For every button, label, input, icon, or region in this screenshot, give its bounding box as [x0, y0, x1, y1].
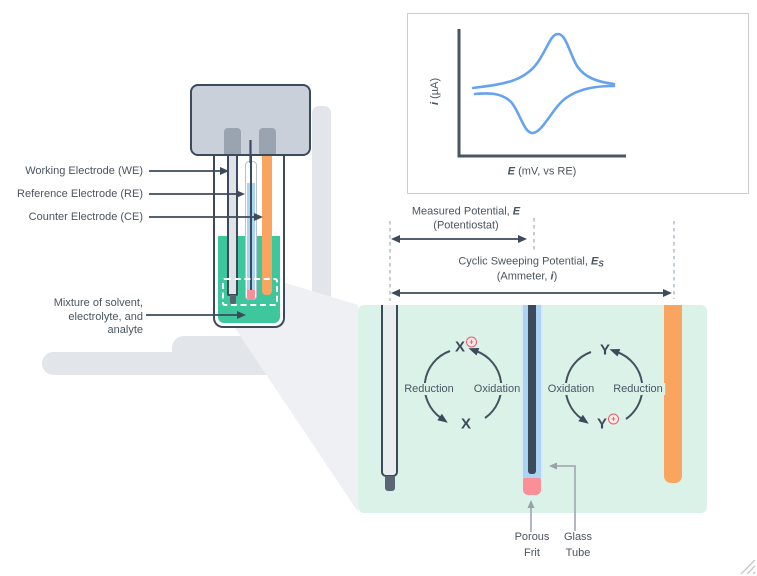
- porous-frit-label-line1: Porous: [514, 531, 550, 543]
- left-cycle-oxidized-species: X+: [454, 336, 478, 356]
- left-cycle-reduced-species: X: [460, 415, 472, 433]
- working-electrode-tip: [230, 295, 236, 304]
- plot-ylabel-var: i: [429, 101, 441, 105]
- plot-x-axis-label: E (mV, vs RE): [508, 166, 577, 179]
- sweeping-potential-text: Cyclic Sweeping Potential,: [458, 255, 591, 268]
- measured-potential-text: Measured Potential,: [411, 205, 513, 218]
- zoom-region-dashed-box: [222, 278, 278, 306]
- working-electrode-label: Working Electrode (WE): [25, 165, 143, 177]
- cell-cap: [190, 84, 311, 156]
- plot-axes: [457, 29, 626, 158]
- right-cycle-reduced-species: Y: [599, 341, 611, 359]
- sweeping-potential-label: Cyclic Sweeping Potential, ES: [458, 256, 603, 271]
- species-x-plus: X: [454, 338, 466, 356]
- right-cycle-reduction-label: Reduction: [611, 383, 665, 395]
- panel-reference-rod: [528, 305, 536, 474]
- glass-tube-label-line1: Glass: [563, 531, 593, 543]
- measured-potential-var: E: [512, 205, 521, 218]
- plot-xlabel-rest: (mV, vs RE): [515, 165, 577, 178]
- plot-ylabel-rest: (µA): [429, 77, 441, 102]
- cap-port-right: [259, 128, 276, 154]
- mixture-label-line2: electrolyte, and: [68, 310, 143, 323]
- mixture-label-line1: Mixture of solvent,: [53, 297, 143, 309]
- glass-tube-label: Glass Tube: [564, 530, 592, 561]
- redox-cycle-left-arcs: [423, 347, 503, 423]
- redox-cycle-right-arcs: [564, 348, 644, 424]
- right-cycle-oxidized-species: Y+: [596, 413, 620, 433]
- plot-xlabel-var: E: [507, 165, 516, 178]
- ammeter-text: (Ammeter,: [496, 270, 551, 283]
- plus-charge-icon: +: [608, 413, 620, 425]
- cv-plot: [407, 13, 749, 194]
- panel-counter-electrode: [664, 305, 682, 483]
- mixture-label: Mixture of solvent, electrolyte, and ana…: [54, 297, 143, 338]
- reference-electrode-label: Reference Electrode (RE): [17, 188, 143, 200]
- reference-electrode-wire: [249, 142, 252, 291]
- porous-frit-label: Porous Frit: [515, 530, 550, 561]
- measured-potential-label: Measured Potential, E: [412, 206, 520, 219]
- working-electrode: [227, 155, 238, 296]
- plus-charge-icon: +: [466, 336, 478, 348]
- counter-electrode-label: Counter Electrode (CE): [28, 211, 143, 223]
- ammeter-var: i: [550, 270, 554, 283]
- species-y-plus: Y: [596, 415, 608, 433]
- mixture-label-line3: analyte: [107, 324, 143, 336]
- cv-curve-reverse: [473, 84, 616, 135]
- glass-tube-label-line2: Tube: [565, 546, 591, 559]
- porous-frit-label-line2: Frit: [524, 546, 540, 559]
- sweeping-potential-var: E: [591, 255, 599, 268]
- ammeter-close: ): [553, 270, 558, 283]
- panel-working-electrode: [381, 305, 398, 477]
- porous-frit: [247, 290, 255, 300]
- plot-y-axis-label: i (µA): [427, 46, 443, 136]
- cv-curve-forward: [471, 32, 616, 90]
- panel-working-electrode-tip: [385, 476, 395, 491]
- panel-porous-frit: [523, 478, 541, 495]
- potentiostat-label: (Potentiostat): [433, 219, 499, 232]
- left-cycle-reduction-label: Reduction: [402, 383, 456, 395]
- sweeping-potential-var-sub: S: [598, 259, 604, 269]
- left-cycle-oxidation-label: Oxidation: [471, 383, 523, 395]
- counter-electrode: [262, 155, 272, 295]
- ammeter-label: (Ammeter, i): [497, 271, 558, 284]
- right-cycle-oxidation-label: Oxidation: [545, 383, 597, 395]
- cap-port-left: [224, 128, 241, 154]
